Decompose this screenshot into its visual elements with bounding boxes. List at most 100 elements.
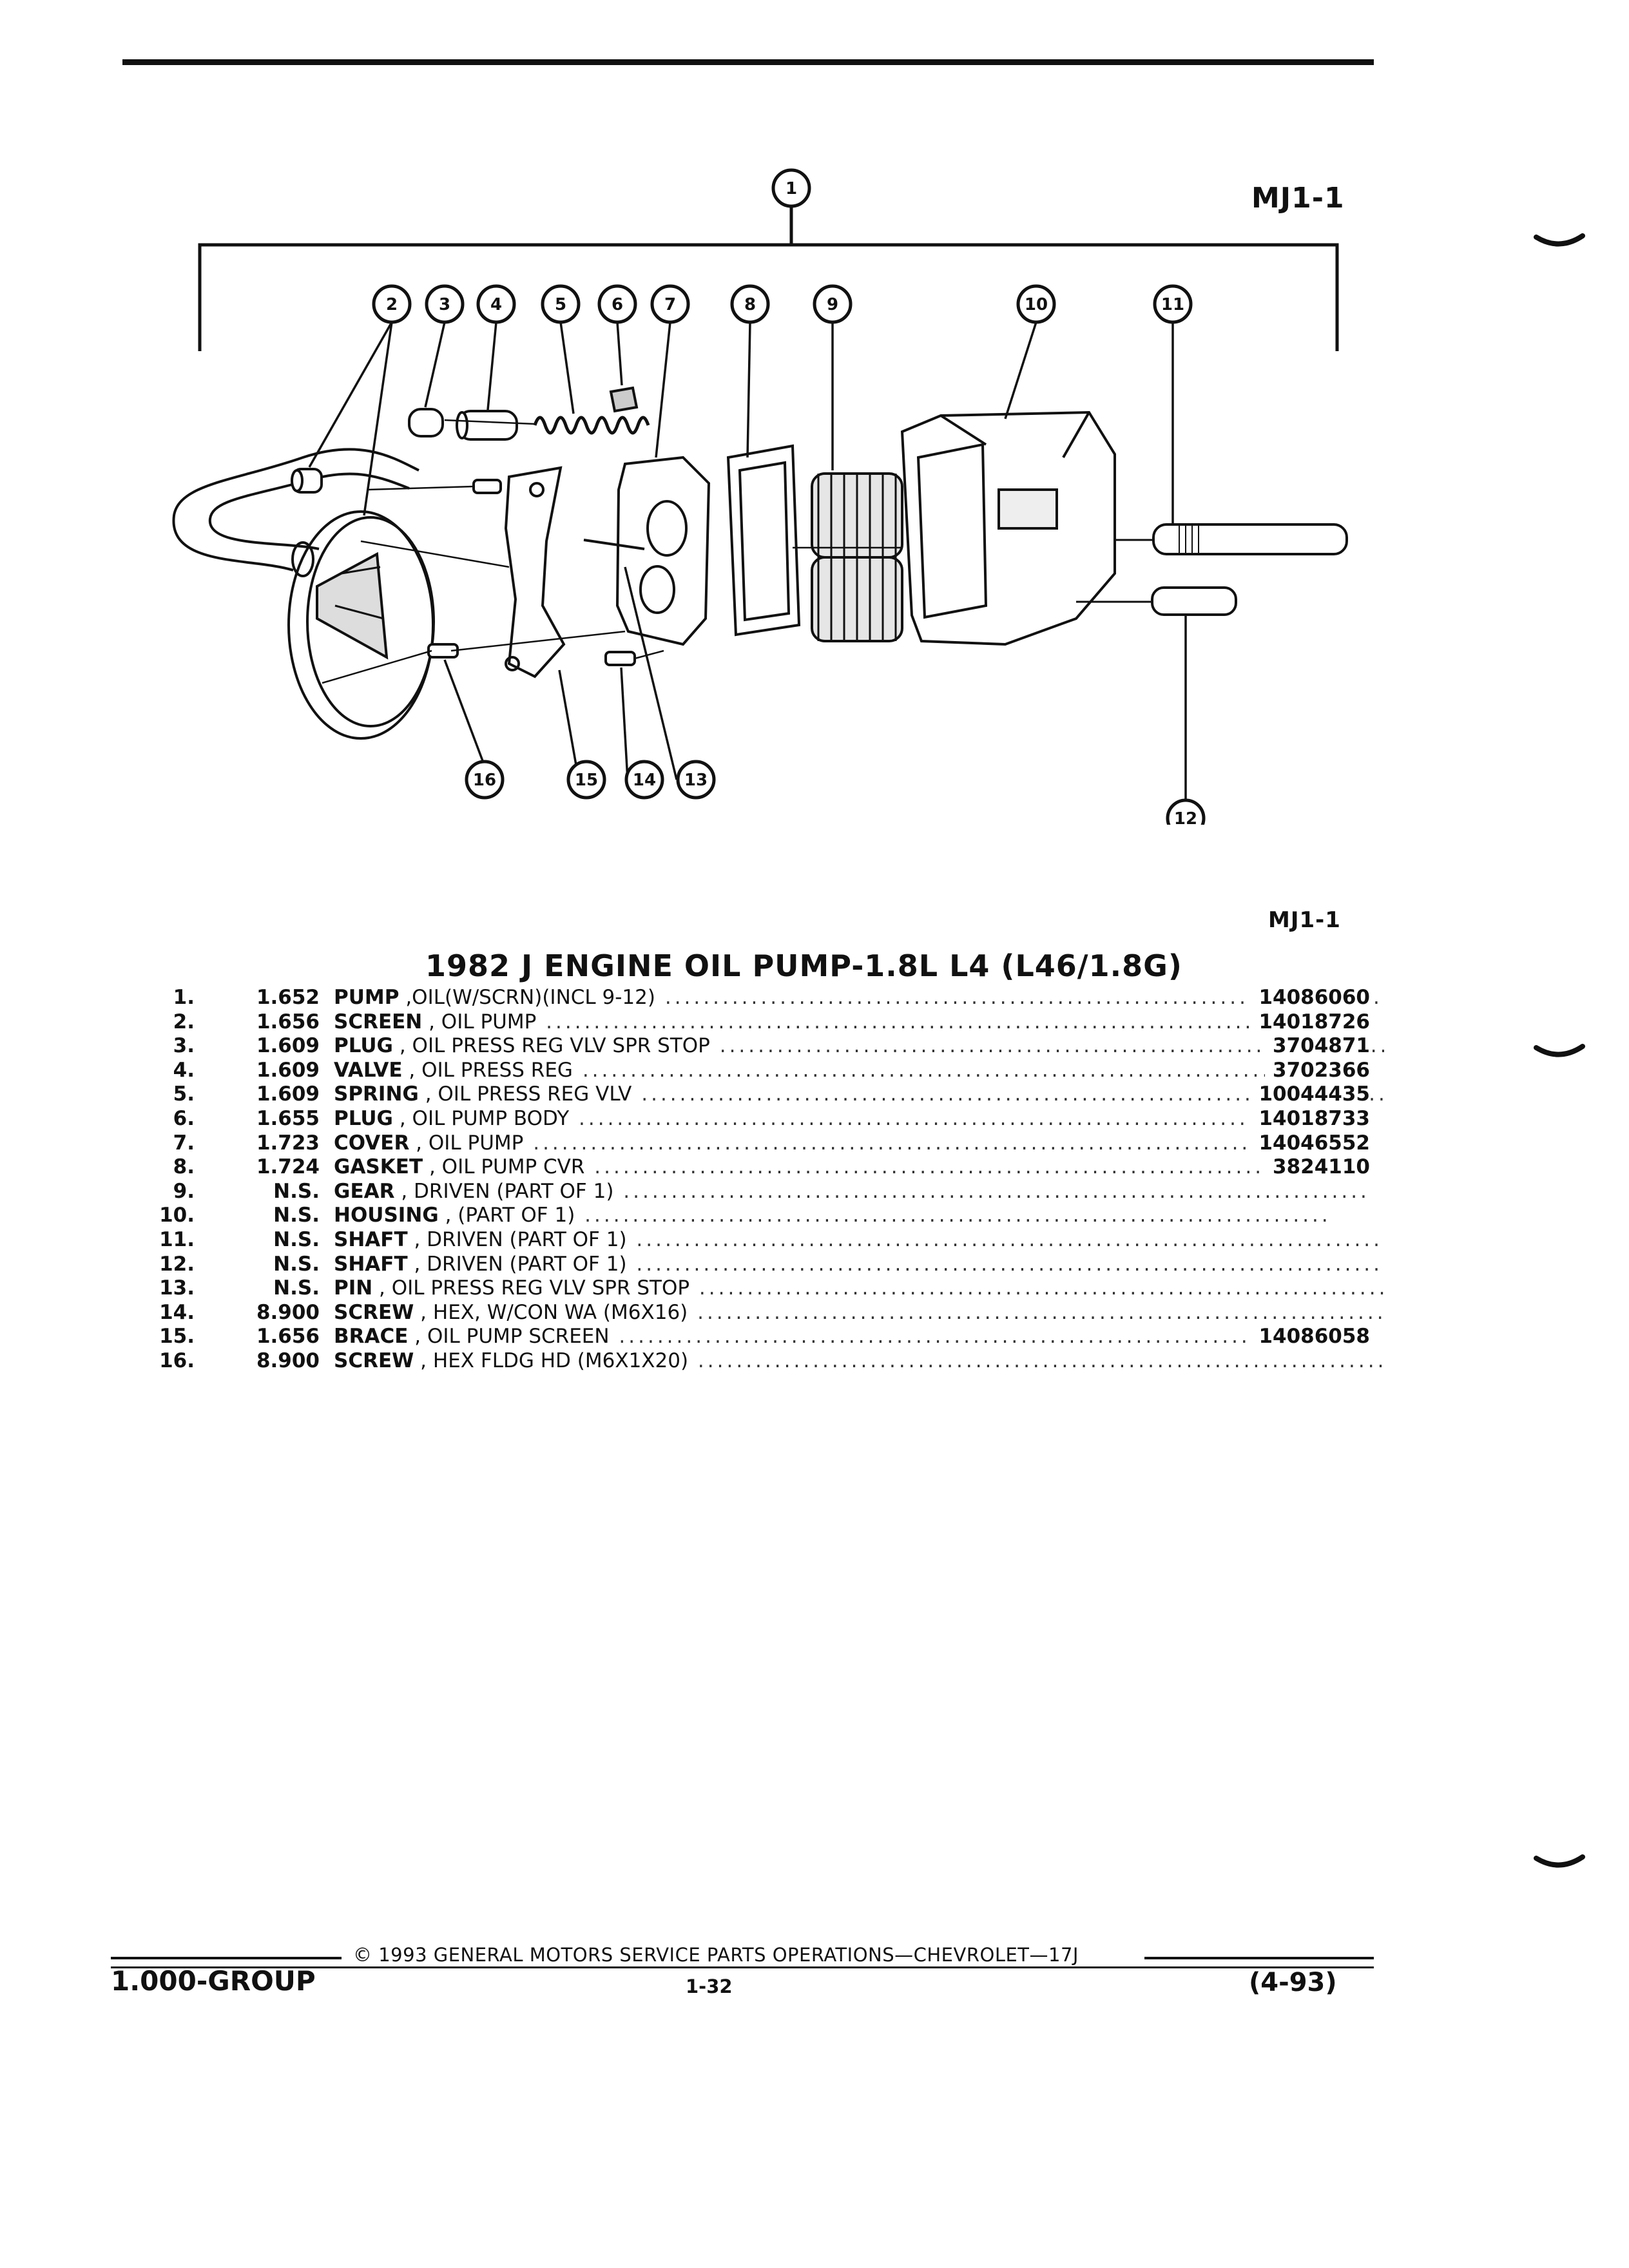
group-number: N.S. <box>273 1179 320 1203</box>
part-number: 14086060 <box>1251 986 1370 1010</box>
list-item: 9. N.S. GEAR , DRIVEN (PART OF 1) ........… <box>155 1180 1379 1204</box>
part-name: SHAFT <box>334 1227 408 1251</box>
part-detail: , HEX FLDG HD (M6X1X20) <box>414 1349 689 1372</box>
part-name: SCREW <box>334 1300 414 1324</box>
callout-numbers: 1 2 3 4 5 6 7 8 9 10 11 12 13 14 15 16 <box>386 179 1197 825</box>
body-plug <box>609 386 639 413</box>
group-number: N.S. <box>273 1252 320 1276</box>
part-name: PUMP <box>334 986 400 1009</box>
part-name: SCREW <box>334 1349 414 1372</box>
page-title: 1982 J ENGINE OIL PUMP-1.8L L4 (L46/1.8G… <box>425 948 1182 983</box>
callout-label: 3 <box>439 295 450 314</box>
driven-gears <box>811 472 903 642</box>
callout-4 <box>476 284 516 324</box>
item-number: 4. <box>173 1058 195 1082</box>
item-number: 11. <box>159 1227 195 1251</box>
group-number: 8.900 <box>256 1300 320 1324</box>
part-name: PIN <box>334 1276 373 1300</box>
part-description: BRACE , OIL PUMP SCREEN ................… <box>334 1325 1366 1349</box>
callout-label: 6 <box>612 295 623 314</box>
cover-gasket <box>726 444 801 637</box>
item-number: 13. <box>159 1276 195 1300</box>
item-number: 9. <box>173 1179 195 1203</box>
callout-label: 1 <box>786 179 797 198</box>
callout-8 <box>730 284 770 324</box>
callout-label: 11 <box>1161 295 1184 314</box>
part-description: PLUG , OIL PRESS REG VLV SPR STOP ......… <box>334 1034 1384 1058</box>
item-number: 12. <box>159 1252 195 1276</box>
short-shaft <box>1076 586 1237 616</box>
part-description: GEAR , DRIVEN (PART OF 1) ..............… <box>334 1179 1370 1203</box>
callout-label: 13 <box>684 771 708 790</box>
group-number: 1.652 <box>256 986 320 1009</box>
part-number: 3824110 <box>1265 1155 1370 1180</box>
part-number: 3702366 <box>1265 1058 1370 1083</box>
callout-label: 14 <box>633 771 656 790</box>
part-detail: , OIL PUMP <box>422 1010 537 1033</box>
callout-label: 8 <box>744 295 756 314</box>
item-number: 2. <box>173 1010 195 1033</box>
part-number: 14018733 <box>1251 1106 1370 1131</box>
pump-cover <box>583 456 711 646</box>
part-name: PLUG <box>334 1106 393 1130</box>
header-rule <box>122 59 1374 65</box>
part-description: VALVE , OIL PRESS REG ..................… <box>334 1058 1329 1082</box>
group-number: 1.656 <box>256 1010 320 1033</box>
regulator-spring <box>533 416 650 435</box>
part-name: COVER <box>334 1131 410 1155</box>
callout-label: 2 <box>386 295 398 314</box>
part-description: HOUSING , (PART OF 1) ..................… <box>334 1204 1331 1227</box>
revision-date: (4-93) <box>1249 1968 1337 1997</box>
callout-12 <box>1166 798 1206 825</box>
figure-code-mid: MJ1-1 <box>1268 907 1341 933</box>
group-label: 1.000-GROUP <box>111 1965 316 1997</box>
part-description: SCREW , HEX FLDG HD (M6X1X20) ..........… <box>334 1349 1384 1372</box>
part-name: HOUSING <box>334 1204 439 1227</box>
callout-label: 9 <box>827 295 838 314</box>
binding-mark <box>1534 1854 1585 1868</box>
group-number: 1.724 <box>256 1155 320 1179</box>
callout-11 <box>1153 284 1193 324</box>
part-detail: , DRIVEN (PART OF 1) <box>394 1179 614 1203</box>
part-detail: , OIL PUMP CVR <box>423 1155 585 1179</box>
part-name: VALVE <box>334 1058 403 1082</box>
group-number: 1.655 <box>256 1106 320 1130</box>
callout-6 <box>597 284 637 324</box>
part-number: 14086058 <box>1251 1325 1370 1349</box>
part-description: PUMP ,OIL(W/SCRN)(INCL 9-12) ...........… <box>334 986 1384 1009</box>
part-name: SCREEN <box>334 1010 423 1033</box>
part-detail: , DRIVEN (PART OF 1) <box>407 1227 627 1251</box>
callout-2 <box>372 284 412 324</box>
part-detail: , HEX, W/CON WA (M6X16) <box>414 1300 688 1324</box>
part-description: GASKET , OIL PUMP CVR ..................… <box>334 1155 1341 1179</box>
part-detail: , OIL PUMP <box>409 1131 524 1155</box>
part-detail: , OIL PRESS REG VLV SPR STOP <box>393 1034 710 1058</box>
group-number: 1.609 <box>256 1058 320 1082</box>
callout-label: 10 <box>1025 295 1048 314</box>
part-detail: , OIL PUMP BODY <box>393 1106 570 1130</box>
part-detail: , OIL PUMP SCREEN <box>408 1325 610 1349</box>
plug-and-valve <box>408 408 518 441</box>
callout-circles <box>372 168 1206 825</box>
callout-10 <box>1016 284 1056 324</box>
part-name: SHAFT <box>334 1252 408 1276</box>
item-number: 14. <box>159 1300 195 1324</box>
callout-5 <box>541 284 581 324</box>
part-detail: , OIL PRESS REG <box>402 1058 573 1082</box>
callout-15 <box>566 760 606 800</box>
leader-lines <box>308 322 1187 799</box>
part-detail: , OIL PRESS REG VLV <box>418 1082 632 1106</box>
footer-rule-right <box>1144 1957 1374 1959</box>
part-description: PIN , OIL PRESS REG VLV SPR STOP .......… <box>334 1276 1384 1300</box>
list-item: 4. 1.609 VALVE , OIL PRESS REG ...........… <box>155 1058 1379 1083</box>
list-item: 10.N.S.HOUSING , (PART OF 1) ...........… <box>155 1204 1379 1228</box>
part-name: GEAR <box>334 1179 395 1203</box>
callout-14 <box>624 760 664 800</box>
part-description: PLUG , OIL PUMP BODY ...................… <box>334 1106 1325 1130</box>
